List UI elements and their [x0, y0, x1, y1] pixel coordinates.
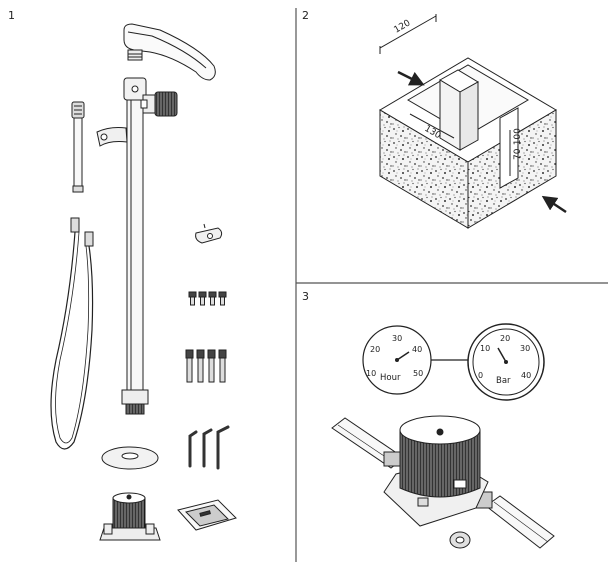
shower-hose-icon [50, 217, 94, 450]
clip-icon [195, 223, 223, 244]
hour-tick-10: 10 [366, 369, 376, 378]
timer-gauge-icon [362, 325, 432, 395]
instruction-card-icon [177, 499, 237, 531]
pressure-gauge-icon [467, 323, 545, 401]
bar-tick-20: 20 [500, 334, 510, 343]
dim-line-depth [409, 113, 455, 139]
panel-1-components [50, 23, 237, 541]
hour-tick-50: 50 [413, 369, 423, 378]
bar-tick-30: 30 [520, 344, 530, 353]
concealed-body-icon [99, 492, 161, 541]
dimension-height-label: 70-100 [513, 128, 523, 160]
washer-icon [449, 531, 471, 549]
post-right [459, 81, 479, 151]
pipe-fitting-left [383, 451, 401, 467]
pipe-right [485, 495, 555, 549]
side-slot [499, 107, 519, 189]
arrow-icon [541, 195, 567, 214]
panel-3-installation [331, 323, 555, 549]
hour-unit-label: Hour [380, 373, 401, 383]
anchor-bolts-icon [185, 349, 227, 383]
arrow-icon [397, 70, 425, 86]
allen-keys-icon [188, 425, 230, 470]
dimension-width-label: 120 [393, 18, 413, 35]
bar-tick-10: 10 [480, 344, 490, 353]
concealed-body-icon [383, 415, 489, 527]
bar-tick-40: 40 [521, 371, 531, 380]
hour-tick-20: 20 [370, 345, 380, 354]
screws-icon [188, 291, 227, 306]
floor-standing-column-icon [121, 77, 149, 415]
hour-tick-30: 30 [392, 334, 402, 343]
panel-number-2: 2 [302, 9, 309, 22]
shower-holder-icon [96, 127, 128, 147]
bar-unit-label: Bar [496, 376, 511, 386]
mixer-handle-icon [140, 91, 178, 117]
hour-tick-40: 40 [412, 345, 422, 354]
hand-shower-icon [71, 101, 85, 193]
post-left [439, 79, 461, 151]
dim-line-width [379, 15, 437, 49]
cover-plate-icon [101, 446, 159, 470]
panel-number-3: 3 [302, 290, 309, 303]
spout-icon [123, 23, 216, 81]
panel-number-1: 1 [8, 9, 15, 22]
bar-tick-0: 0 [478, 371, 483, 380]
panel-2-niche [379, 14, 567, 229]
